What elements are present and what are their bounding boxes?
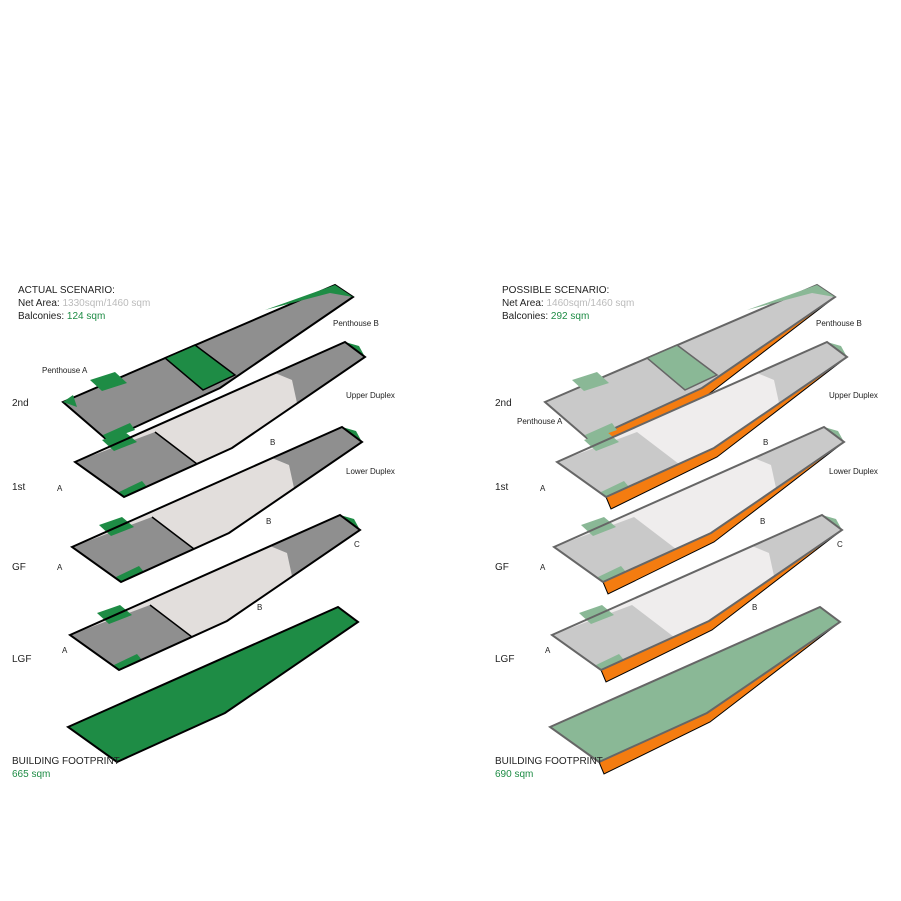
label-lower-duplex: Lower Duplex (829, 467, 878, 476)
possible-footprint-text: BUILDING FOOTPRINT 690 sqm (495, 755, 603, 781)
label-penthouse-a: Penthouse A (42, 366, 88, 375)
marker-b: B (763, 438, 769, 447)
floor-1st: 1st (495, 482, 509, 493)
label-penthouse-b: Penthouse B (333, 319, 379, 328)
marker-b: B (760, 517, 766, 526)
marker-b: B (266, 517, 272, 526)
actual-title: ACTUAL SCENARIO: (18, 285, 115, 296)
footprint-value: 665 sqm (12, 769, 51, 780)
marker-b: B (257, 603, 263, 612)
floor-2nd: 2nd (495, 398, 512, 409)
floor-gf: GF (12, 562, 26, 573)
balconies-value: 292 sqm (550, 311, 590, 322)
marker-b: B (270, 438, 276, 447)
net-area-value: 1460sqm/1460 sqm (546, 298, 635, 309)
marker-c: C (354, 540, 360, 549)
balconies-label: Balconies: (502, 311, 549, 322)
label-penthouse-a: Penthouse A (517, 417, 563, 426)
marker-c: C (837, 540, 843, 549)
label-penthouse-b: Penthouse B (816, 319, 862, 328)
floor-lgf: LGF (12, 654, 32, 665)
actual-footprint (65, 605, 360, 764)
footprint-value: 690 sqm (495, 769, 534, 780)
balconies-label: Balconies: (18, 311, 65, 322)
marker-a: A (57, 563, 63, 572)
floor-gf: GF (495, 562, 509, 573)
balconies-value: 124 sqm (66, 311, 106, 322)
possible-footprint (547, 605, 842, 775)
marker-a: A (540, 563, 546, 572)
actual-footprint-text: BUILDING FOOTPRINT 665 sqm (12, 755, 120, 781)
marker-b: B (752, 603, 758, 612)
net-area-value: 1330sqm/1460 sqm (62, 298, 151, 309)
possible-header: POSSIBLE SCENARIO: Net Area: 1460sqm/146… (502, 284, 634, 323)
actual-header: ACTUAL SCENARIO: Net Area: 1330sqm/1460 … (18, 284, 150, 323)
floor-2nd: 2nd (12, 398, 29, 409)
net-area-label: Net Area: (502, 298, 544, 309)
label-upper-duplex: Upper Duplex (829, 391, 878, 400)
marker-a: A (62, 646, 68, 655)
label-upper-duplex: Upper Duplex (346, 391, 395, 400)
floor-1st: 1st (12, 482, 26, 493)
marker-a: A (57, 484, 63, 493)
label-lower-duplex: Lower Duplex (346, 467, 395, 476)
floor-lgf: LGF (495, 654, 515, 665)
marker-a: A (540, 484, 546, 493)
footprint-label: BUILDING FOOTPRINT (495, 756, 603, 767)
footprint-label: BUILDING FOOTPRINT (12, 756, 120, 767)
marker-a: A (545, 646, 551, 655)
net-area-label: Net Area: (18, 298, 60, 309)
possible-title: POSSIBLE SCENARIO: (502, 285, 610, 296)
actual-2nd-floor (61, 283, 355, 442)
